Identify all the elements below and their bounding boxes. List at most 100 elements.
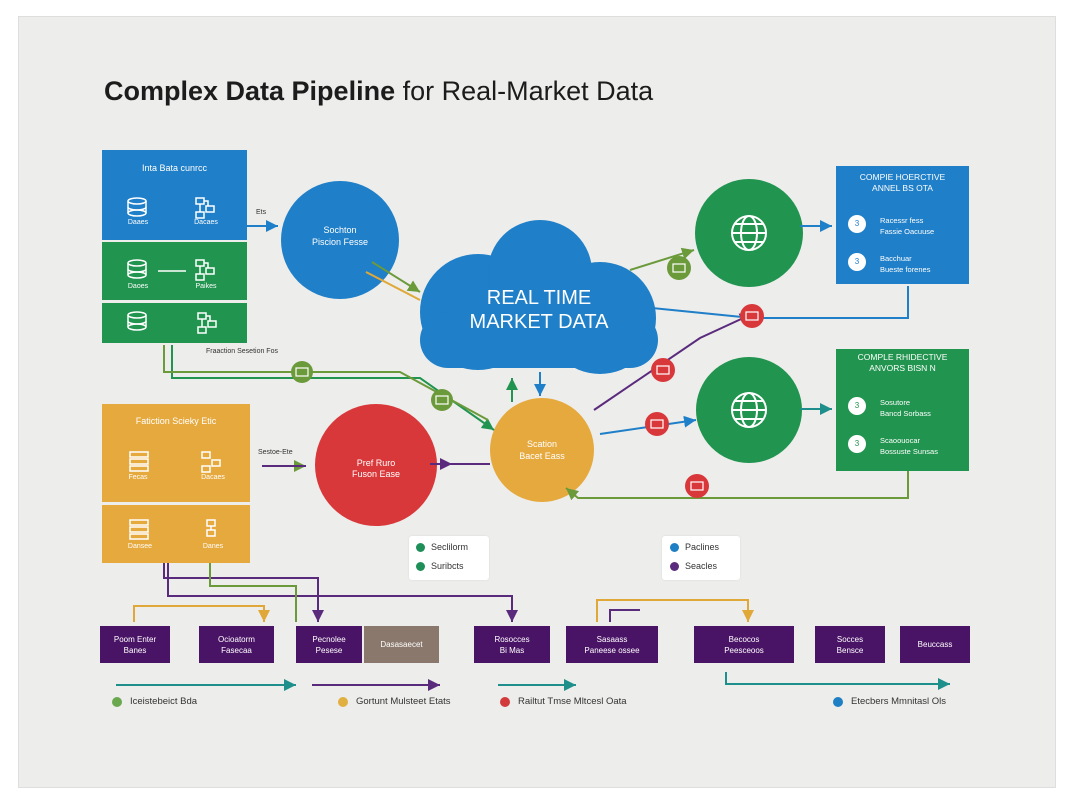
- legend-item: Seclilorm: [416, 542, 468, 552]
- right-blue-item2: Bacchuar Bueste forenes: [880, 253, 930, 275]
- arrow-label: Ets: [256, 209, 267, 216]
- sources-top-block: [102, 150, 247, 240]
- bottom-box-line1: Sasaass: [596, 635, 628, 644]
- legend-dot: [416, 542, 425, 552]
- network-icon: [195, 259, 215, 281]
- title-bold: Complex Data Pipeline: [104, 76, 396, 106]
- legend-label: Paclines: [685, 542, 720, 552]
- yellow-circle-label: Scation Bacet Eass: [492, 438, 592, 462]
- right-blue-num1: 3: [854, 219, 860, 228]
- bottom-box-line2: Banes: [123, 646, 147, 655]
- globe-icon: [731, 392, 767, 428]
- right-green-header: COMPLE RHIDECTIVE ANVORS BISN N: [836, 352, 969, 374]
- server-icon: [129, 451, 149, 472]
- bottom-box-line2: Fasecaa: [221, 646, 252, 655]
- storage-row2-left: Dansee: [127, 543, 153, 550]
- bottom-box-line1: Socces: [836, 635, 864, 644]
- right-green-num2: 3: [854, 439, 860, 448]
- right-blue-header-line1: COMPIE HOERCTIVE: [859, 172, 946, 182]
- bottom-box-line1: Rosocces: [494, 635, 530, 644]
- right-green-item1-line1: Sosutore: [880, 398, 911, 407]
- node-badge: [667, 256, 691, 280]
- right-blue-num2: 3: [854, 257, 860, 266]
- right-blue-header: COMPIE HOERCTIVE ANNEL BS OTA: [836, 172, 969, 194]
- right-blue-header-line2: ANNEL BS OTA: [872, 183, 933, 193]
- legend-label: Etecbers Mmnitasl Ols: [851, 696, 947, 707]
- right-green-item2: Scaoouocar Bossuste Sunsas: [880, 435, 938, 457]
- legend-label: Iceistebeict Bda: [130, 696, 198, 707]
- bottom-legend-item: Etecbers Mmnitasl Ols: [833, 696, 946, 707]
- network-icon: [197, 312, 217, 334]
- cloud-line2: MARKET DATA: [469, 311, 609, 333]
- bottom-box-line2: Peesceoos: [724, 646, 764, 655]
- red-circle-label: Pref Ruro Fuson Ease: [326, 458, 426, 480]
- database-icon: [127, 311, 147, 331]
- right-blue-item1-line2: Fassie Oacuuse: [880, 227, 935, 236]
- storage-row2-right: Danes: [202, 543, 224, 550]
- bottom-legend-item: Railtut Tmse Mltcesl Oata: [500, 696, 627, 707]
- legend-label: Railtut Tmse Mltcesl Oata: [518, 696, 627, 707]
- sources-header: Inta Bata cunrcc: [141, 163, 208, 173]
- legend-dot: [833, 696, 843, 707]
- storage-header: Fatiction Scieky Etic: [135, 416, 217, 426]
- storage-row1-right: Dacaes: [201, 474, 225, 481]
- legend-label: Seclilorm: [431, 542, 469, 552]
- right-blue-item2-line1: Bacchuar: [880, 254, 912, 263]
- database-icon: [127, 197, 147, 217]
- node-badge: [431, 389, 453, 411]
- network-icon: [201, 451, 221, 473]
- arrow-label: Fraaction Sesetion Fos: [206, 348, 278, 355]
- right-green-item1: Sosutore Bancd Sorbass: [880, 397, 931, 419]
- legend-dot: [338, 696, 348, 707]
- bottom-box-line2: Bi Mas: [499, 646, 525, 655]
- bottom-box-line1: Dasasaecet: [380, 640, 423, 649]
- bottom-box: Beuccass: [900, 626, 970, 663]
- realtime-cloud: [420, 220, 658, 374]
- sources-row2-left: Daoes: [127, 283, 149, 290]
- right-blue-item1: Racessr fess Fassie Oacuuse: [880, 215, 934, 237]
- bottom-box-line2: Paneese ossee: [584, 646, 640, 655]
- legend-dot: [670, 561, 679, 571]
- node-badge: [651, 358, 675, 382]
- legend-dot: [416, 561, 425, 571]
- blue-circle-line1: Sochton: [323, 225, 357, 235]
- right-green-num1: 3: [854, 401, 860, 410]
- node-badge: [645, 412, 669, 436]
- right-green-item2-line2: Bossuste Sunsas: [880, 447, 938, 456]
- legend-dot: [112, 696, 122, 707]
- bottom-box: Rosocces Bi Mas: [474, 626, 550, 663]
- bottom-box-line1: Becocos: [728, 635, 760, 644]
- bottom-box-line1: Poom Enter: [113, 635, 157, 644]
- right-green-item1-line2: Bancd Sorbass: [880, 409, 931, 418]
- legend-dot: [500, 696, 510, 707]
- right-green-header-line1: COMPLE RHIDECTIVE: [857, 352, 948, 362]
- right-green-header-line2: ANVORS BISN N: [869, 363, 936, 373]
- red-circle: [315, 404, 437, 526]
- red-circle-line1: Pref Ruro: [356, 458, 396, 468]
- bottom-box-line2: Pesese: [315, 646, 343, 655]
- sources-row1-right: Dacaes: [194, 219, 218, 226]
- sources-bottom-block: [102, 303, 247, 343]
- legend-item: Suribcts: [416, 561, 464, 571]
- number-badge: [848, 397, 866, 415]
- blue-circle-label: Sochton Piscion Fesse: [290, 224, 390, 248]
- storage-top-block: [102, 404, 250, 502]
- right-green-item2-line1: Scaoouocar: [880, 436, 921, 445]
- legend-item: Seacles: [670, 561, 717, 571]
- bottom-box-line1: Ocioatorm: [218, 635, 255, 644]
- bottom-box: Pecnolee Pesese: [296, 626, 362, 663]
- node-badge: [685, 474, 709, 498]
- bottom-box: Becocos Peesceoos: [694, 626, 794, 663]
- yellow-circle-line2: Bacet Eass: [519, 451, 565, 461]
- network-icon: [195, 197, 215, 219]
- title-light: for Real-Market Data: [395, 76, 654, 106]
- yellow-circle-line1: Scation: [526, 439, 558, 449]
- storage-bottom-block: [102, 505, 250, 563]
- blue-circle: [281, 181, 399, 299]
- bottom-box: Dasasaecet: [364, 626, 439, 663]
- bottom-box-line2: Bensce: [836, 646, 864, 655]
- sources-row2-right: Paikes: [195, 283, 217, 290]
- red-circle-line2: Fuson Ease: [351, 469, 401, 479]
- legend-dot: [670, 542, 679, 552]
